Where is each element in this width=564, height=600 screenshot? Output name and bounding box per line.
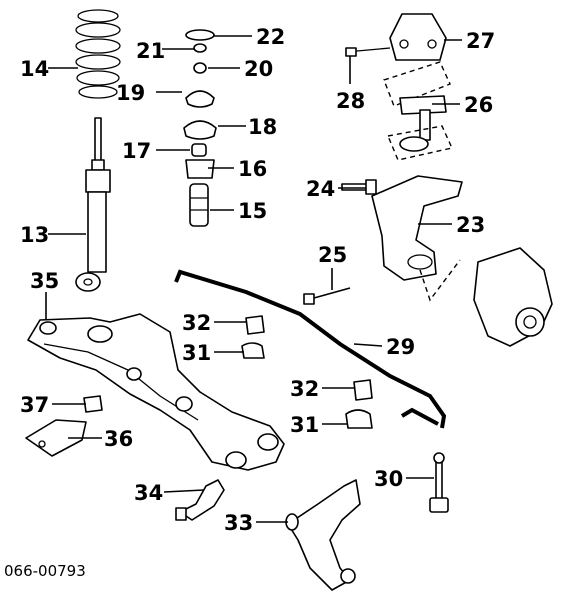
callout-29: 29 [386, 335, 415, 359]
callout-20: 20 [244, 57, 273, 81]
callout-24: 24 [306, 177, 335, 201]
toe-link [175, 479, 225, 521]
lower-control-arm [285, 479, 361, 591]
callout-31b: 31 [290, 413, 319, 437]
leader-lines [45, 35, 462, 523]
knuckle-arm [341, 175, 463, 281]
callout-15: 15 [238, 199, 267, 223]
callout-19: 19 [116, 81, 145, 105]
upper-link [399, 95, 447, 152]
callout-25: 25 [318, 243, 347, 267]
hub-knuckle [473, 247, 553, 347]
callout-32b: 32 [290, 377, 319, 401]
callout-18: 18 [248, 115, 277, 139]
bracket-36 [25, 419, 87, 457]
bushing-lower [345, 379, 373, 429]
callout-30: 30 [374, 467, 403, 491]
stabilizer-bar [174, 269, 447, 429]
callout-22: 22 [256, 25, 285, 49]
coil-spring [75, 9, 121, 99]
subframe [27, 313, 285, 471]
upper-mount [345, 13, 447, 61]
strut-mount-stack [183, 29, 217, 227]
callout-33: 33 [224, 511, 253, 535]
shock-absorber [75, 117, 111, 292]
callout-labels: 14 13 19 17 21 22 20 18 16 15 27 28 26 2… [20, 25, 495, 535]
document-number: 066-00793 [4, 562, 86, 580]
callout-34: 34 [134, 481, 163, 505]
callout-13: 13 [20, 223, 49, 247]
callout-28: 28 [336, 89, 365, 113]
stabilizer-link [429, 452, 449, 513]
callout-32a: 32 [182, 311, 211, 335]
callout-27: 27 [466, 29, 495, 53]
callout-37: 37 [20, 393, 49, 417]
bolt-25 [303, 287, 351, 305]
callout-16: 16 [238, 157, 267, 181]
callout-36: 36 [104, 427, 133, 451]
bushing-upper [241, 315, 265, 359]
callout-31a: 31 [182, 341, 211, 365]
stopper-37 [83, 395, 103, 413]
callout-35: 35 [30, 269, 59, 293]
callout-14: 14 [20, 57, 49, 81]
callout-26: 26 [464, 93, 493, 117]
callout-17: 17 [122, 139, 151, 163]
callout-21: 21 [136, 39, 165, 63]
callout-23: 23 [456, 213, 485, 237]
